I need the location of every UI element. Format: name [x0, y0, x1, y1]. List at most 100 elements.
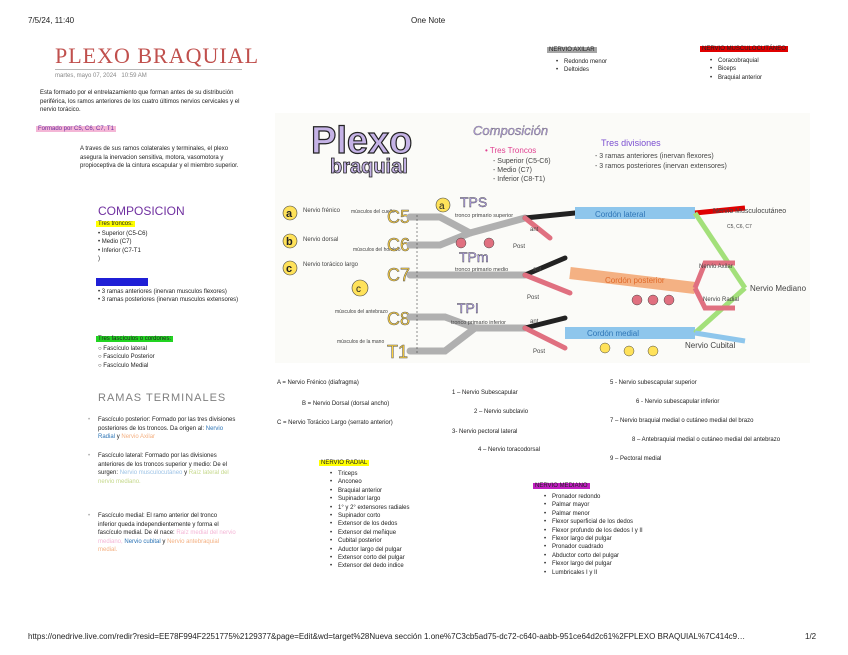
radial-label: NERVIO RADIAL	[319, 460, 370, 466]
axilar-list: Redondo menor Deltoides	[556, 58, 607, 75]
function-text: A traves de sus ramos colaterales y term…	[80, 146, 239, 169]
list-item: Superior (C5-C6)	[98, 230, 148, 238]
cordon-lateral: Cordón lateral	[595, 210, 645, 219]
list-item: Cubital posterior	[330, 537, 410, 546]
n-radial: Nervio Radial	[703, 297, 739, 303]
svg-text:c: c	[356, 284, 361, 295]
tpi-sub: tronco primario inferior	[451, 320, 506, 326]
tpm-label: TPm	[459, 249, 489, 265]
list-item: Palmar menor	[544, 510, 643, 519]
n-musculo-roots: C5, C6, C7	[727, 224, 752, 230]
list-item: Extensor de los dedos	[330, 520, 410, 529]
label-c: Nervio torácico largo	[303, 262, 359, 268]
intro-text: Esta formado por el entrelazamiento que …	[40, 90, 240, 113]
list-item: Fascículo Posterior	[98, 353, 154, 361]
post-2: Post	[527, 295, 539, 301]
list-item: Deltoides	[556, 66, 607, 75]
fasciculos-label: Tres fascículos o cordones:	[96, 336, 174, 342]
tpi-label: TPI	[457, 300, 479, 316]
cordon-posterior: Cordón posterior	[605, 276, 665, 285]
ramas-list: 3 ramas anteriores (inervan musculos fle…	[98, 288, 258, 305]
tps-label: TPS	[460, 194, 487, 210]
division-post: - 3 ramos posteriores (inervan extensore…	[595, 163, 727, 170]
n-musculocutaneo: Nervio Musculocutáneo	[713, 208, 786, 215]
list-item: Supinador corto	[330, 512, 410, 521]
tpm-sub: tronco primario medio	[455, 267, 508, 273]
number-2: 2 – Nervio subclavio	[474, 409, 529, 415]
list-item: 3 ramas anteriores (inervan musculos fle…	[98, 288, 258, 296]
svg-text:a: a	[286, 208, 293, 220]
list-item: Fascículo Medial	[98, 362, 155, 370]
tps-sub: tronco primario superior	[455, 213, 513, 219]
list-item: Braquial anterior	[330, 487, 410, 496]
diagram-title-1: Plexo	[311, 120, 412, 162]
list-item: Inferior (C7-T1	[98, 247, 147, 255]
fasciculos-list: Fascículo lateral Fascículo Posterior Fa…	[98, 345, 155, 370]
tres-divisiones-highlight	[96, 278, 148, 286]
tronco-superior: - Superior (C5-C6)	[493, 158, 551, 165]
list-item: 3 ramas posteriores (inervan musculos ex…	[98, 296, 258, 304]
composicion-heading: COMPOSICION	[98, 204, 185, 218]
number-6: 6 - Nervio subescapular inferior	[636, 399, 720, 405]
letter-c: C = Nervio Torácico Largo (serrato anter…	[277, 420, 393, 426]
post-1: Post	[513, 244, 525, 250]
diagram-title-2: braquial	[330, 156, 408, 178]
title-rule	[55, 69, 242, 70]
list-item: Aductor largo del pulgar	[330, 546, 410, 555]
list-item: Pronador cuadrado	[544, 543, 643, 552]
list-item: Redondo menor	[556, 58, 607, 67]
list-item: Flexor superficial de los dedos	[544, 518, 643, 527]
print-datetime: 7/5/24, 11:40	[28, 16, 75, 25]
list-item: 1° y 2° extensores radiales	[330, 504, 410, 513]
musc-cuello: músculos del cuello	[351, 209, 395, 215]
list-item: Extensor del dedo indice	[330, 562, 410, 571]
list-item: Lumbricales I y II	[544, 569, 643, 578]
tres-troncos: • Tres Troncos	[485, 146, 536, 155]
number-8: 8 – Antebraquial medial o cutáneo medial…	[632, 437, 781, 443]
list-item: Flexor profundo de los dedos I y II	[544, 527, 643, 536]
n-cubital: Nervio Cubital	[685, 341, 735, 350]
rt-lateral: • Fascículo lateral: Formado por las div…	[88, 453, 229, 485]
n-axilar: Nervio Axilar	[699, 264, 733, 270]
list-item: )	[98, 256, 100, 262]
ant-1: ant	[530, 227, 539, 233]
label-b: Nervio dorsal	[303, 237, 338, 243]
number-1: 1 – Nervio Subescapular	[452, 390, 518, 396]
svg-text:b: b	[286, 236, 293, 248]
formed-by: Formado por C5, C6, C7, T1	[36, 126, 116, 132]
letter-b: B = Nervio Dorsal (dorsal ancho)	[302, 401, 390, 407]
mediano-label: NERVIO MEDIANO	[533, 483, 590, 489]
mediano-list: Pronador redondo Palmar mayor Palmar men…	[544, 493, 643, 577]
root-c8: C8	[387, 309, 410, 329]
ant-2: ant	[533, 267, 542, 273]
post-3: Post	[533, 349, 545, 355]
number-9: 9 – Pectoral medial	[610, 456, 662, 462]
list-item: Palmar mayor	[544, 501, 643, 510]
plexo-braquial-diagram: Plexo braquial Composición • Tres Tronco…	[275, 113, 810, 363]
list-item: Biceps	[710, 65, 762, 74]
root-c7: C7	[387, 265, 410, 285]
list-item: Supinador largo	[330, 495, 410, 504]
print-page-number: 1/2	[805, 632, 817, 641]
svg-text:c: c	[286, 263, 292, 275]
musc-antebrazo: músculos del antebrazo	[335, 309, 388, 315]
composicion-title: Composición	[473, 123, 548, 138]
division-ant: - 3 ramas anteriores (inervan flexores)	[595, 153, 714, 160]
musculocutaneo-label: NERVIO MUSCULOCUTÁNEO	[700, 46, 788, 52]
musc-hombro: músculos del hombro	[353, 247, 401, 253]
ant-3: ant	[530, 319, 539, 325]
tres-divisiones: Tres divisiones	[601, 138, 661, 148]
letter-a: A = Nervio Frénico (diafragma)	[277, 380, 359, 386]
rt-posterior: • Fascículo posterior: Formado por las t…	[88, 417, 236, 440]
list-item: Pronador redondo	[544, 493, 643, 502]
list-item: Triceps	[330, 470, 410, 479]
tres-troncos-label: Tres troncos:	[96, 221, 135, 227]
svg-text:a: a	[439, 201, 445, 212]
root-c5: C5	[387, 207, 410, 227]
number-7: 7 – Nervio braquial medial o cutáneo med…	[610, 418, 754, 424]
number-4: 4 – Nervio toracodorsal	[478, 447, 541, 453]
label-a: Nervio frénico	[303, 208, 341, 214]
rt-medial: • Fascículo medial: El ramo anterior del…	[88, 513, 236, 553]
list-item: Extensor corto del pulgar	[330, 554, 410, 563]
print-url[interactable]: https://onedrive.live.com/redir?resid=EE…	[28, 632, 746, 641]
